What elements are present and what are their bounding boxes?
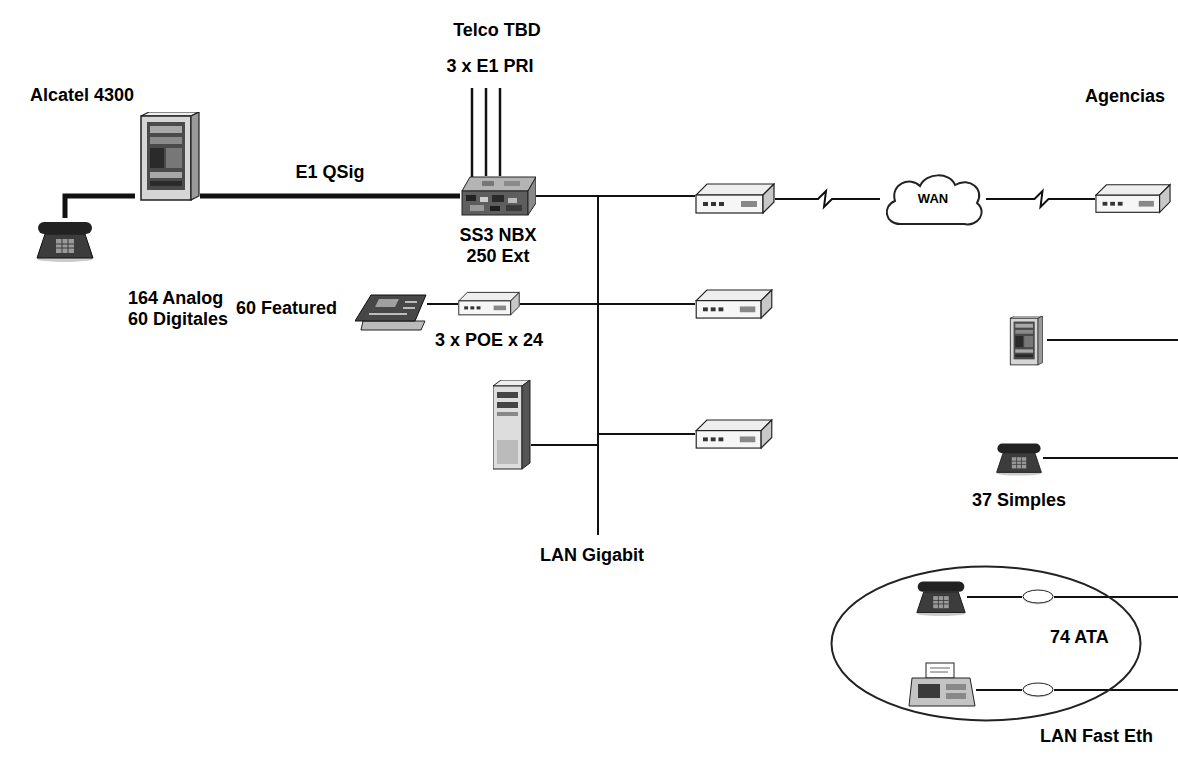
nbx-icon: [462, 177, 536, 215]
link-line: [65, 196, 135, 218]
lan-bus: [520, 196, 695, 535]
pbx-node: Alcatel 4300: [135, 112, 200, 202]
ellipse-path: [832, 567, 1141, 721]
fast-eth-lines: [967, 340, 1178, 690]
phone-node: 37 Simples: [995, 438, 1043, 478]
link-line: [200, 194, 460, 199]
ata-icon: [1023, 683, 1053, 698]
wan-link: [775, 191, 880, 207]
node-label: 74 ATA: [1050, 627, 1109, 648]
node-label: 164 Analog 60 Digitales: [128, 288, 238, 330]
link-label: E1 QSig: [293, 162, 366, 183]
ata-group-ellipse: 74 ATA: [830, 565, 1142, 722]
node-label: SS3 NBX 250 Ext: [452, 225, 544, 267]
phone-node: 164 Analog 60 Digitales: [35, 218, 95, 262]
pri-lines: [472, 88, 500, 178]
switch-icon: [696, 420, 772, 448]
phone-icon: [997, 444, 1042, 476]
network-label: LAN Fast Eth: [1040, 726, 1153, 747]
ip-phone-icon: [355, 295, 426, 330]
fax-icon: [909, 663, 975, 706]
device-icon: [1010, 316, 1042, 365]
router-node: Agencias: [1095, 183, 1171, 215]
link-line: [427, 303, 458, 305]
ata-icon: [1023, 590, 1053, 605]
node-label: WAN: [918, 191, 948, 207]
node-label: Alcatel 4300: [30, 85, 134, 106]
cloud-path: [887, 175, 982, 224]
router-icon: [696, 184, 774, 213]
node-label: 37 Simples: [972, 490, 1066, 511]
router-icon: [1096, 185, 1170, 213]
node-label: 60 Featured: [236, 298, 337, 319]
node-label: Agencias: [1085, 86, 1165, 107]
poe-switch-icon: [459, 292, 519, 314]
network-label: LAN Gigabit: [540, 545, 644, 566]
switch-icon: [696, 290, 772, 318]
phone-icon: [917, 581, 965, 616]
ip-phone-node: 60 Featured: [355, 290, 427, 332]
carrier-label: Telco TBD: [453, 20, 541, 41]
link-line: [986, 191, 1095, 207]
wan-cloud: WAN: [880, 170, 986, 228]
pbx-icon: [141, 112, 199, 200]
phone-icon: [37, 222, 93, 262]
poe-switch-node: 3 x POE x 24: [458, 290, 520, 318]
node-label: 3 x POE x 24: [435, 330, 543, 351]
link-line: [520, 196, 598, 304]
nbx-node: SS3 NBX 250 Ext: [460, 175, 536, 217]
trunk-label: 3 x E1 PRI: [446, 56, 533, 77]
server-icon: [493, 380, 530, 469]
